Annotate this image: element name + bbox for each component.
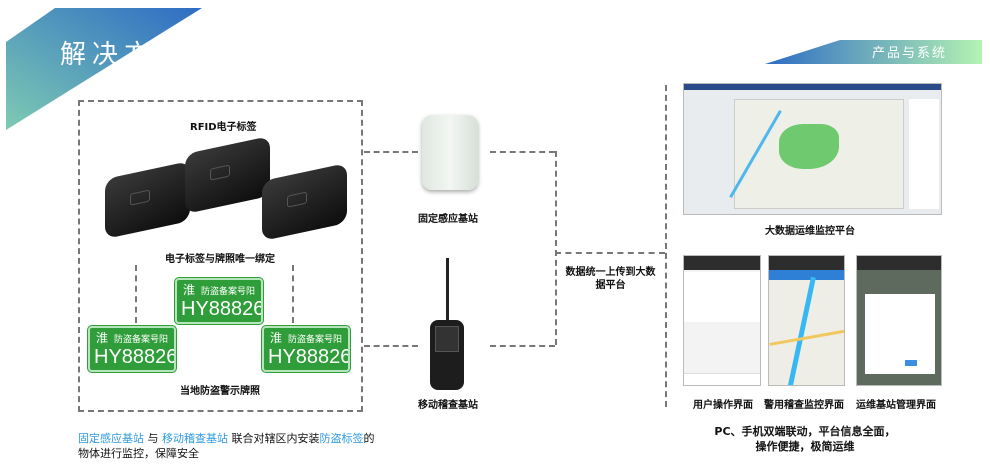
connector [490,151,555,153]
mobile-station-label: 移动稽查基站 [418,400,478,411]
ops-ui-screenshot [856,255,942,386]
plates-label: 当地防盗警示牌照 [180,386,260,397]
connector [364,151,418,153]
mobile-station-image [430,320,464,390]
ops-ui-label: 运维基站管理界面 [856,400,936,411]
connector [555,252,665,254]
monitor-label: 大数据运维监控平台 [765,226,855,237]
fixed-station-image [422,115,478,190]
upload-label: 数据统一上传到大数据平台 [565,267,656,291]
fixed-station-label: 固定感应基站 [418,214,478,225]
connector [364,345,418,347]
solution-box [78,100,363,412]
user-ui-label: 用户操作界面 [693,400,753,411]
plate-2: 淮防盗备案号阳HY888262 [175,278,263,324]
plate-1: 淮防盗备案号阳HY888261 [88,326,176,372]
connector [490,345,555,347]
plate-3: 淮防盗备案号阳HY888263 [262,326,350,372]
connector [292,265,294,323]
products-title: 产品与系统 [872,46,948,61]
footer-left-text: 固定感应基站 与 移动稽查基站 联合对辖区内安装防盗标签的物体进行监控，保障安全 [78,432,375,460]
monitor-screenshot [683,83,942,215]
header-banner [6,8,982,130]
police-ui-label: 警用稽查监控界面 [764,400,844,411]
police-ui-screenshot [768,255,845,386]
connector [665,85,667,407]
page-title: 解决方案 [60,40,189,70]
bind-label: 电子标签与牌照唯一绑定 [165,254,275,265]
rfid-label: RFID电子标签 [190,122,257,133]
footer-right-text: PC、手机双端联动，平台信息全面，操作便捷，极简运维 [714,425,896,453]
connector [555,151,557,345]
antenna [446,258,449,323]
user-ui-screenshot [683,255,761,386]
connector [135,265,137,323]
